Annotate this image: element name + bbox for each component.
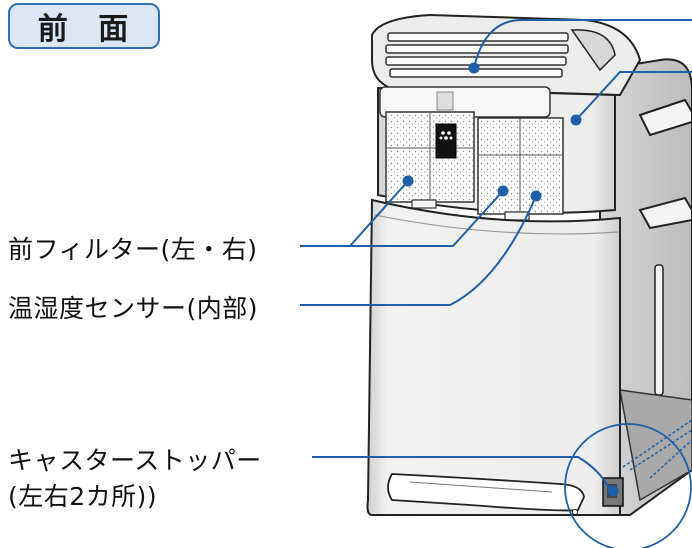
label-caster-stopper-line1: キャスターストッパー xyxy=(8,446,262,475)
device-side-panel xyxy=(599,58,692,516)
leader-front-panel xyxy=(575,71,692,121)
leader-dots xyxy=(402,62,619,497)
dot-front-filter-right xyxy=(497,185,509,197)
leader-caster-stopper xyxy=(312,456,611,491)
dot-front-filter-left xyxy=(402,175,414,187)
dot-top-outlet xyxy=(468,62,480,74)
brand-logo xyxy=(435,123,457,159)
leader-top-outlet xyxy=(473,19,692,69)
leader-front-filter-right xyxy=(350,190,504,247)
label-caster-stopper-line2: (左右2カ所)) xyxy=(8,482,158,511)
label-temp-humidity-sensor: 温湿度センサー(内部) xyxy=(8,294,259,323)
front-filter-left xyxy=(385,111,475,209)
leader-temp-sensor xyxy=(300,195,537,306)
leader-lines xyxy=(300,19,692,491)
device-top xyxy=(371,13,642,97)
dot-caster-stopper xyxy=(607,485,619,497)
dot-front-panel xyxy=(570,114,582,126)
front-filter-right xyxy=(477,117,564,221)
caster-zoom-circle xyxy=(564,419,692,548)
view-title-badge: 前 面 xyxy=(8,3,160,49)
device-front-lower xyxy=(366,198,621,516)
top-air-outlet-louver xyxy=(385,32,569,78)
dot-temp-sensor xyxy=(530,190,542,202)
label-front-filter: 前フィルター(左・右) xyxy=(8,235,258,264)
